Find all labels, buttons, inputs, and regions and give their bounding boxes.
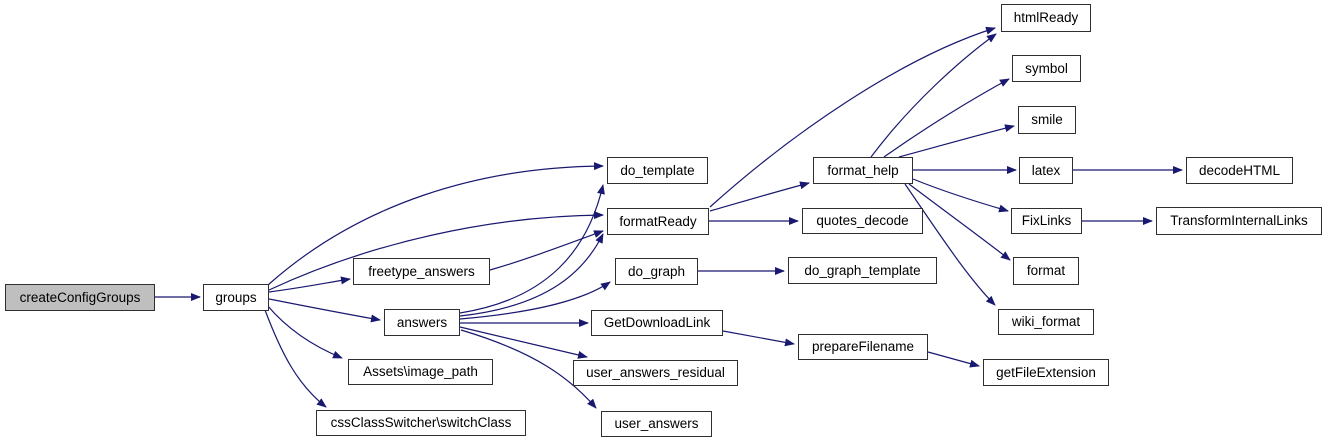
node-assets-image_path[interactable]: Assets\image_path [348,359,493,385]
node-format[interactable]: format [1013,257,1079,285]
edge-formatReady-htmlReady [709,26,996,208]
edge-groups-answers [268,298,381,323]
node-cssClassSwitcher-switchClass[interactable]: cssClassSwitcher\switchClass [316,410,526,436]
node-do_graph[interactable]: do_graph [615,258,698,285]
edge-groups-css_class_switcher [264,309,327,408]
edge-format_help-wiki_format [904,183,996,306]
edge-answers-formatReady [459,233,604,317]
edge-groups-freetype_answers [268,276,351,293]
edge-answers-user_answers_residual [459,326,588,359]
edge-answers-do_graph [459,281,611,320]
edge-groups-formatReady [268,211,604,291]
node-groups[interactable]: groups [203,284,269,311]
node-freetype_answers[interactable]: freetype_answers [353,258,490,285]
node-user_answers[interactable]: user_answers [601,411,712,437]
edge-format_help-FixLinks [912,178,1009,213]
node-createConfigGroups: createConfigGroups [5,284,155,311]
node-GetDownloadLink[interactable]: GetDownloadLink [591,310,723,336]
node-user_answers_residual[interactable]: user_answers_residual [573,360,738,386]
edge-groups-do_template [267,162,604,286]
node-prepareFilename[interactable]: prepareFilename [798,334,928,360]
node-wiki_format[interactable]: wiki_format [998,309,1094,335]
node-answers[interactable]: answers [384,309,460,336]
edge-format_help-symbol [883,78,1010,158]
node-do_template[interactable]: do_template [607,157,708,184]
edge-answers-user_answers [460,329,597,409]
node-quotes_decode[interactable]: quotes_decode [802,208,923,234]
edge-format_help-htmlReady [870,33,997,158]
node-getFileExtension[interactable]: getFileExtension [983,359,1109,386]
edge-format_help-format [908,183,1011,261]
edge-groups-assets_image_path [266,304,343,359]
node-symbol[interactable]: symbol [1012,55,1081,82]
node-formatReady[interactable]: formatReady [607,208,709,235]
edge-GetDownloadLink-prepareFilename [722,330,795,347]
node-format_help[interactable]: format_help [813,157,913,184]
node-htmlReady[interactable]: htmlReady [1001,4,1091,32]
edge-format_help-smile [898,124,1015,158]
edge-freetype_answers-formatReady [489,230,604,271]
node-smile[interactable]: smile [1018,106,1076,134]
node-latex[interactable]: latex [1019,157,1073,184]
node-do_graph_template[interactable]: do_graph_template [788,257,937,284]
edge-answers-do_template [459,184,605,314]
edge-prepareFilename-getFileExtension [927,351,980,368]
node-TransformInternalLinks[interactable]: TransformInternalLinks [1156,207,1322,235]
edge-formatReady-format_help [709,181,810,212]
node-FixLinks[interactable]: FixLinks [1011,208,1082,234]
node-decodeHTML[interactable]: decodeHTML [1186,157,1293,184]
